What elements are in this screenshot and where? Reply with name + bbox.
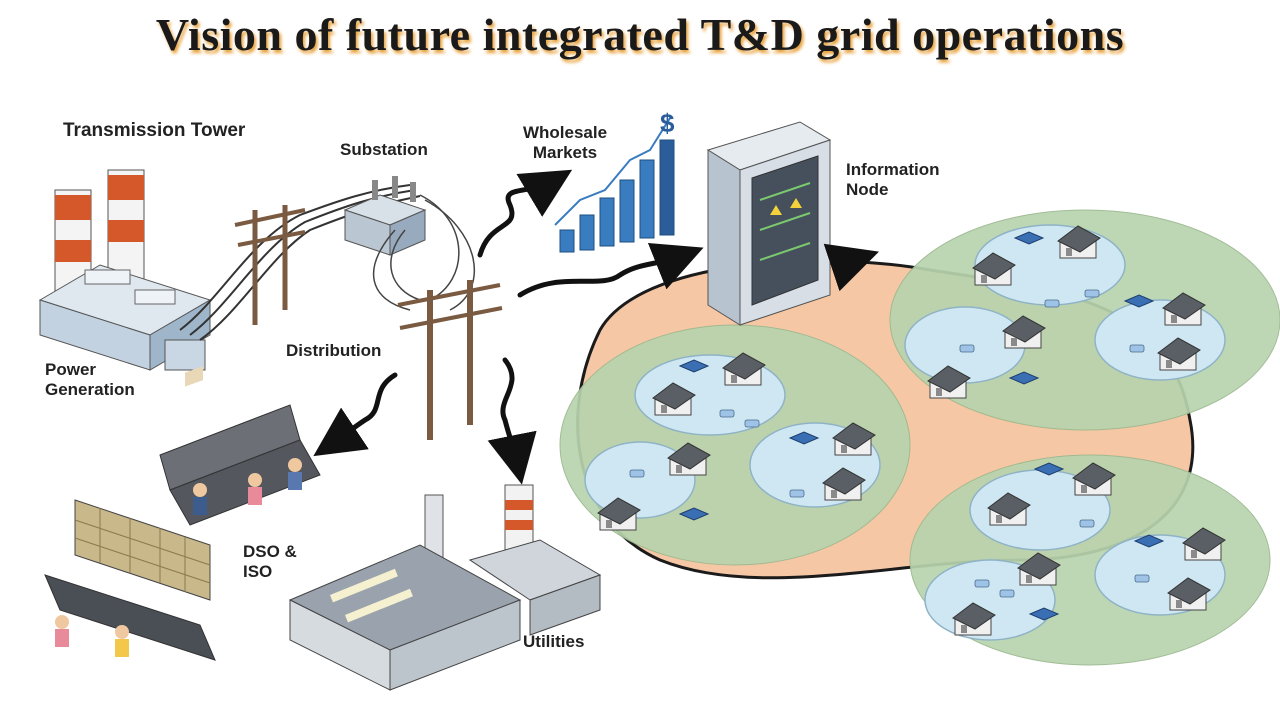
power-plant-illustration bbox=[38, 169, 212, 371]
label-dso-iso: DSO & ISO bbox=[243, 542, 297, 581]
label-transmission-tower: Transmission Tower bbox=[63, 120, 246, 141]
utilities-factory bbox=[288, 484, 602, 691]
label-power-generation: Power Generation bbox=[45, 360, 135, 399]
arrow-to-markets bbox=[477, 169, 573, 258]
label-information-node: Information Node bbox=[846, 160, 940, 199]
label-wholesale-markets: Wholesale Markets bbox=[522, 123, 608, 162]
market-chart-illustration: $ bbox=[554, 108, 675, 253]
substation-illustration bbox=[343, 176, 427, 256]
control-room-upper bbox=[159, 366, 321, 526]
control-room-lower bbox=[44, 499, 216, 661]
arrow-to-information-node bbox=[517, 242, 704, 298]
flow-arrows bbox=[313, 169, 879, 485]
distribution-pole bbox=[397, 280, 503, 440]
arrow-to-dso-iso bbox=[313, 372, 398, 457]
page-title: Vision of future integrated T&D grid ope… bbox=[155, 9, 1125, 60]
transmission-tower bbox=[234, 205, 306, 325]
dollar-sign: $ bbox=[660, 108, 675, 138]
information-node-cabinet bbox=[706, 121, 832, 326]
distribution-wires bbox=[372, 194, 475, 311]
arrow-to-utilities bbox=[487, 357, 537, 485]
arrow-node-to-microgrid bbox=[823, 243, 879, 292]
label-distribution: Distribution bbox=[286, 341, 382, 360]
label-substation: Substation bbox=[340, 140, 428, 159]
label-utilities: Utilities bbox=[523, 632, 585, 651]
